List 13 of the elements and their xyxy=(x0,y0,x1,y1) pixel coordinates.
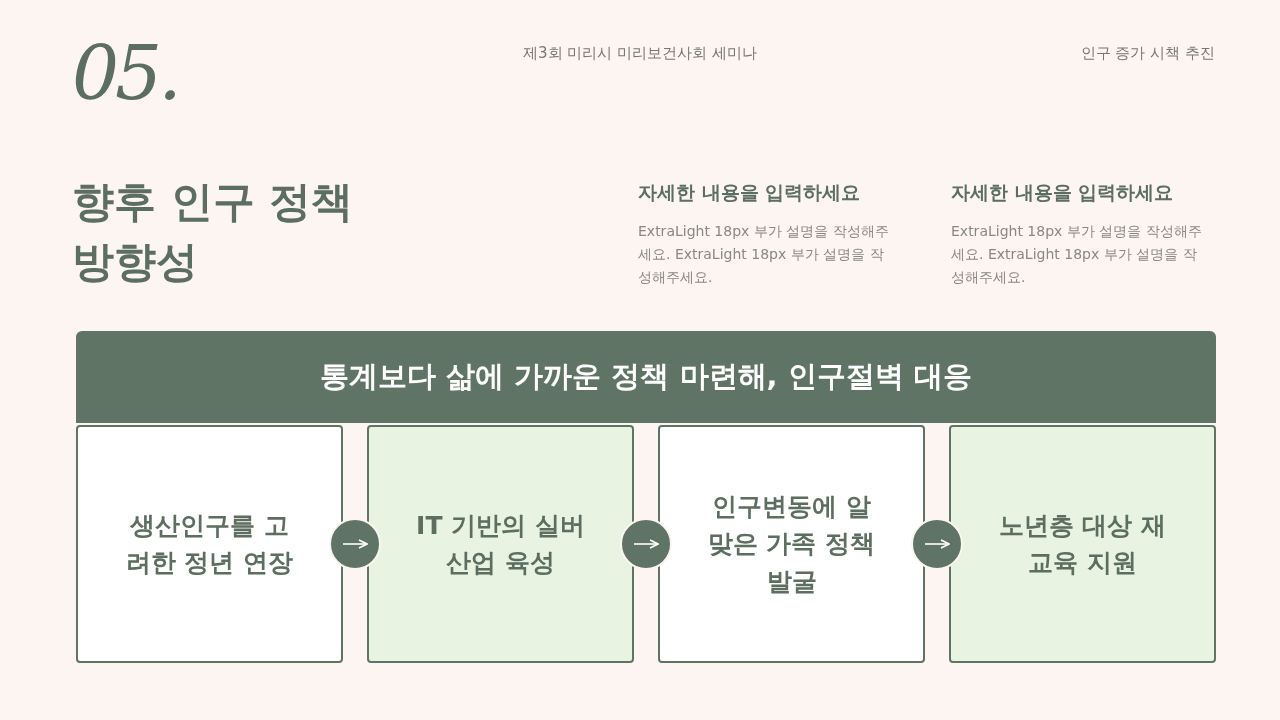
subheading: 자세한 내용을 입력하세요 xyxy=(951,180,1174,205)
process-box: 노년층 대상 재교육 지원 xyxy=(949,425,1216,663)
process-box: 인구변동에 알맞은 가족 정책 발굴 xyxy=(658,425,925,663)
slide-number: 05. xyxy=(72,30,178,116)
heading-band: 통계보다 삶에 가까운 정책 마련해, 인구절벽 대응 xyxy=(76,331,1216,423)
description-text: ExtraLight 18px 부가 설명을 작성해주세요. ExtraLight 18px 부가 설명을 작성해주세요. xyxy=(638,222,890,287)
process-box: IT 기반의 실버산업 육성 xyxy=(367,425,634,663)
subheading: 자세한 내용을 입력하세요 xyxy=(638,180,861,205)
process-box: 생산인구를 고려한 정년 연장 xyxy=(76,425,343,663)
header-text: 인구 증가 시책 추진 xyxy=(1079,44,1215,63)
slide-title: 향후 인구 정책 방향성 xyxy=(72,176,355,288)
description-text: ExtraLight 18px 부가 설명을 작성해주세요. ExtraLight 18px 부가 설명을 작성해주세요. xyxy=(951,222,1203,287)
header-text: 제3회 미리시 미리보건사회 세미나 xyxy=(522,44,758,63)
